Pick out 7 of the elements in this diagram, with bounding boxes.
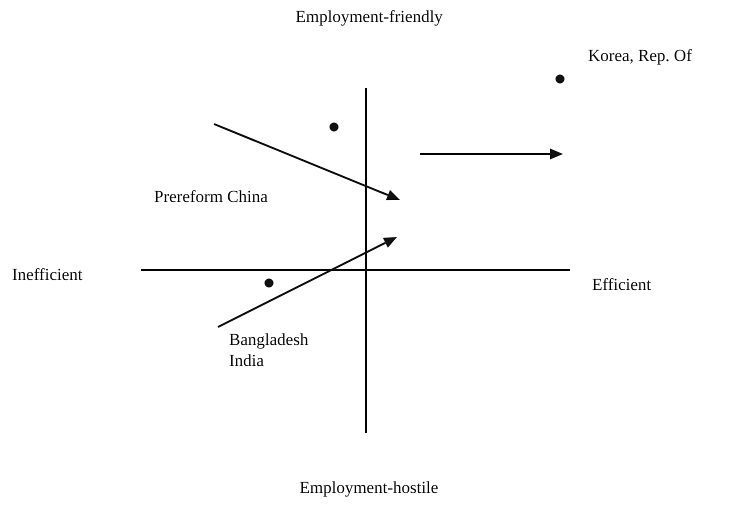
- point-label: Korea, Rep. Of: [588, 45, 692, 66]
- axis-label: Efficient: [592, 274, 652, 295]
- axis-label: Inefficient: [12, 264, 82, 285]
- axis-label: Employment-friendly: [296, 6, 443, 27]
- point-label: Prereform China: [154, 186, 268, 207]
- point-label: Bangladesh India: [229, 329, 310, 371]
- axis-label: Employment-hostile: [300, 477, 438, 498]
